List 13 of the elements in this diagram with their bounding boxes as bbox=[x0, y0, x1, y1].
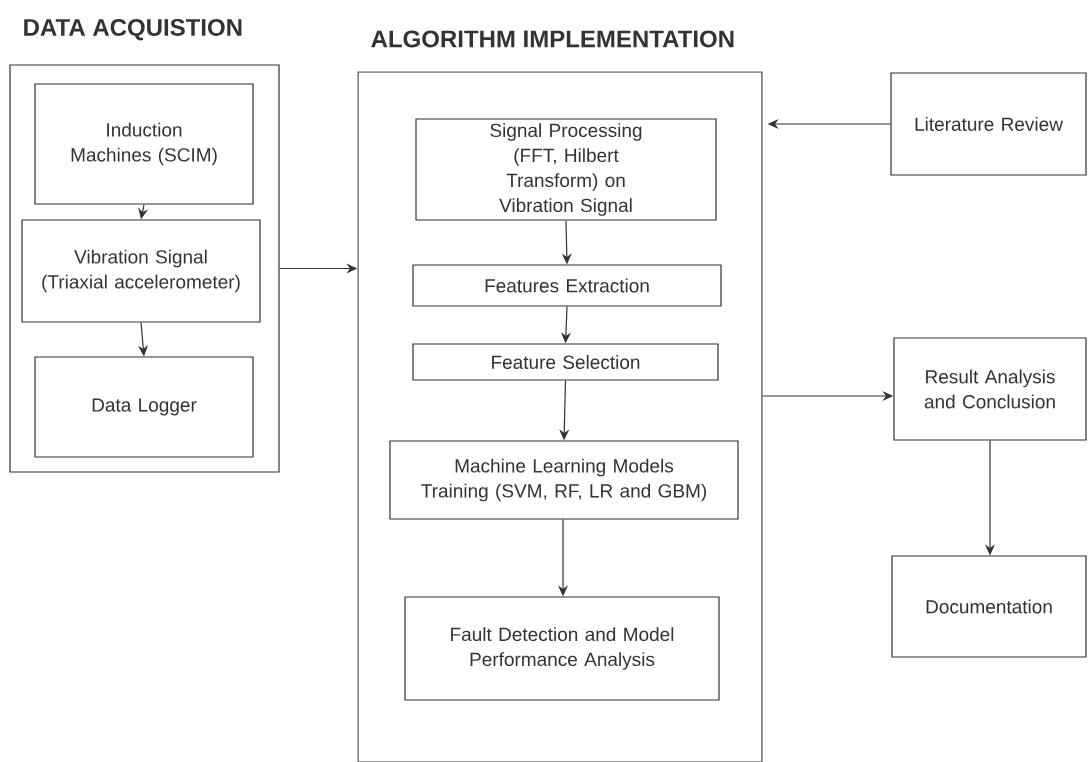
process-box: Data Logger bbox=[34, 356, 254, 458]
section-heading: DATA ACQUISTION bbox=[24, 18, 242, 41]
process-box: Literature Review bbox=[890, 72, 1087, 176]
process-box: Feature Selection bbox=[412, 343, 719, 381]
process-box: Induction Machines (SCIM) bbox=[34, 83, 254, 205]
section-heading: ALGORITHM IMPLEMENTATION bbox=[371, 30, 734, 48]
process-box: Result Analysis and Conclusion bbox=[893, 337, 1087, 441]
process-box: Signal Processing (FFT, Hilbert Transform) on Vibration Signal bbox=[415, 118, 717, 221]
process-box: Fault Detection and Model Performance Analysis bbox=[404, 596, 720, 701]
process-box: Machine Learning Models Training (SVM, RF, LR and GBM) bbox=[389, 440, 739, 520]
process-box: Features Extraction bbox=[412, 264, 722, 307]
process-box: Documentation bbox=[891, 555, 1087, 658]
process-box: Vibration Signal (Triaxial accelerometer) bbox=[21, 219, 261, 323]
